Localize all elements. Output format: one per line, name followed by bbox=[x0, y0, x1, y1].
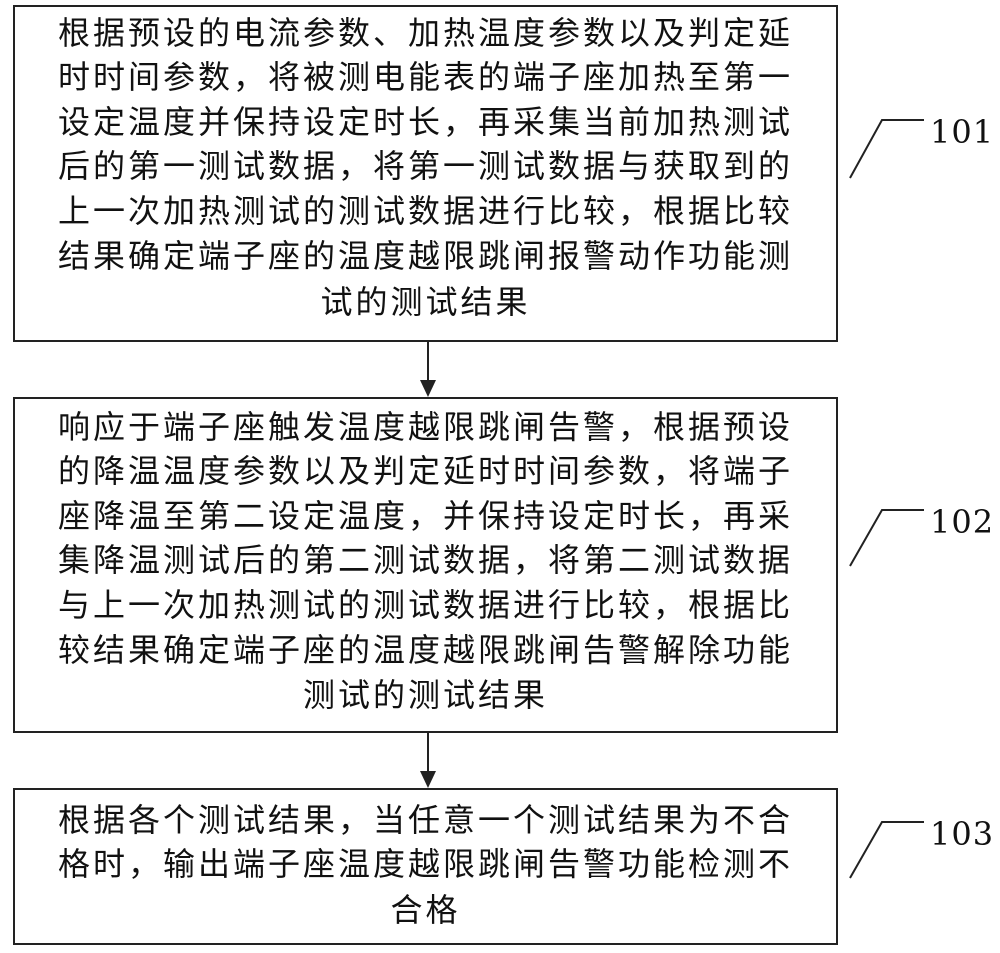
step-101-line-3: 设定温度并保持设定时长，再采集当前加热测试 bbox=[57, 103, 793, 141]
step-label-102: 102 bbox=[930, 503, 995, 541]
step-103-line-1: 根据各个测试结果，当任意一个测试结果为不合 bbox=[57, 801, 793, 839]
step-label-101: 101 bbox=[930, 113, 995, 151]
step-102-line-6: 较结果确定端子座的温度越限跳闸告警解除功能 bbox=[57, 631, 793, 669]
step-102-line-7: 测试的测试结果 bbox=[302, 676, 548, 714]
step-101-line-5: 上一次加热测试的测试数据进行比较，根据比较 bbox=[57, 192, 793, 230]
step-102-box: 响应于端子座触发温度越限跳闸告警，根据预设 的降温温度参数以及判定延时时间参数，… bbox=[13, 397, 838, 733]
leader-line-102 bbox=[849, 509, 924, 567]
step-101-line-4: 后的第一测试数据，将第一测试数据与获取到的 bbox=[57, 147, 793, 185]
arrow-101-to-102 bbox=[420, 342, 436, 397]
step-102-line-1: 响应于端子座触发温度越限跳闸告警，根据预设 bbox=[57, 408, 793, 446]
step-103-line-3: 合格 bbox=[390, 891, 461, 929]
leader-line-101 bbox=[849, 119, 924, 179]
step-101-line-6: 结果确定端子座的温度越限跳闸报警动作功能测 bbox=[57, 237, 793, 275]
step-101-line-1: 根据预设的电流参数、加热温度参数以及判定延 bbox=[57, 14, 793, 52]
arrow-102-to-103 bbox=[420, 733, 436, 788]
step-101-line-7: 试的测试结果 bbox=[320, 283, 531, 321]
step-102-line-2: 的降温温度参数以及判定延时时间参数，将端子 bbox=[57, 452, 793, 490]
step-102-line-4: 集降温测试后的第二测试数据，将第二测试数据 bbox=[57, 541, 793, 579]
step-102-line-3: 座降温至第二设定温度，并保持设定时长，再采 bbox=[57, 497, 793, 535]
leader-line-103 bbox=[849, 821, 924, 879]
step-103-line-2: 格时，输出端子座温度越限跳闸告警功能检测不 bbox=[57, 845, 793, 883]
step-label-103: 103 bbox=[930, 815, 995, 853]
step-103-box: 根据各个测试结果，当任意一个测试结果为不合 格时，输出端子座温度越限跳闸告警功能… bbox=[13, 788, 838, 945]
step-102-line-5: 与上一次加热测试的测试数据进行比较，根据比 bbox=[57, 586, 793, 624]
step-101-box: 根据预设的电流参数、加热温度参数以及判定延 时时间参数，将被测电能表的端子座加热… bbox=[13, 5, 838, 342]
step-101-line-2: 时时间参数，将被测电能表的端子座加热至第一 bbox=[57, 58, 793, 96]
